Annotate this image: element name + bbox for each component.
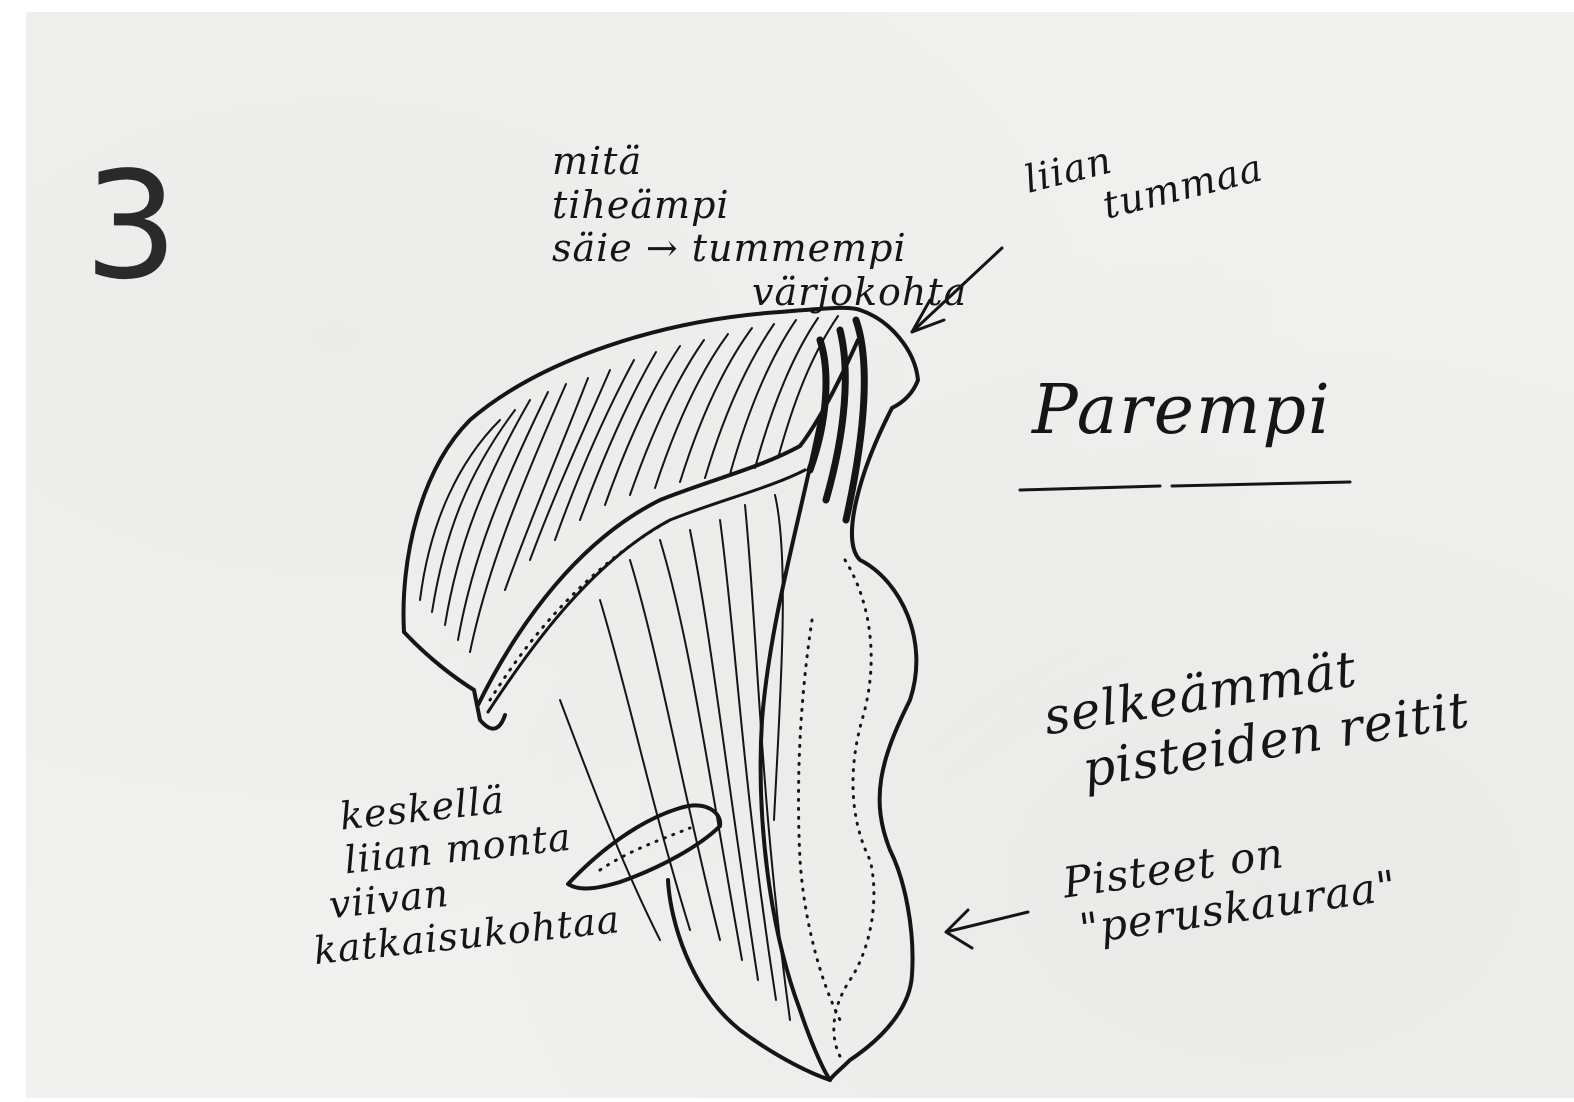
note-line: mitä xyxy=(552,140,967,184)
note-too-many-breaks: keskellä liian monta viivan katkaisukoht… xyxy=(298,768,622,974)
mushroom-stem-center xyxy=(761,420,830,1080)
mushroom-stem-right xyxy=(830,408,916,1080)
note-better: Parempi xyxy=(1032,372,1332,450)
arrow-to-stem xyxy=(946,910,1028,948)
note-denser-strand: mitä tiheämpi säie → tummempi värjokohta xyxy=(552,140,967,315)
mushroom-stem-left xyxy=(668,880,830,1080)
note-line: värjokohta xyxy=(552,271,967,315)
note-line: säie → tummempi xyxy=(552,227,967,271)
note-line: tiheämpi xyxy=(552,184,967,228)
parempi-underline xyxy=(1020,482,1350,490)
